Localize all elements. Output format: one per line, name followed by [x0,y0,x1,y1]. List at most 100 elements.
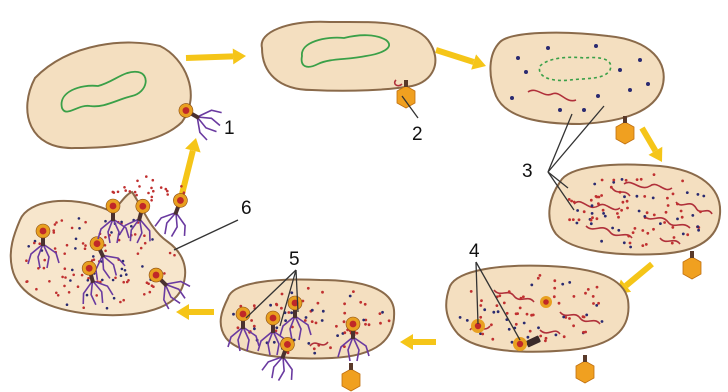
dot [561,283,564,286]
dot [135,194,138,197]
dot [78,217,81,220]
dot [275,303,278,306]
dot [508,290,511,293]
dot [152,190,155,193]
dot [568,281,571,284]
dot [596,286,599,289]
dot [379,312,382,315]
dot [640,178,643,181]
dot [610,186,613,189]
dot [676,203,679,206]
dot [150,199,153,202]
dot [84,221,87,224]
dot [379,322,382,325]
dot [503,302,506,305]
dot [388,319,391,322]
dot [652,228,655,231]
dot [558,302,561,305]
dot [612,179,615,182]
dot [313,352,316,355]
dot [173,254,176,257]
dot [585,314,588,317]
dot [570,200,573,203]
dot [311,320,314,323]
dot [490,323,493,326]
dot [137,252,140,255]
dot [553,287,556,290]
dot [627,235,630,238]
dot [74,247,77,250]
dot [537,326,540,329]
dot [563,335,566,338]
dot [69,279,72,282]
dot [147,282,150,285]
dot [82,306,85,309]
dot [152,179,155,182]
dot [595,304,598,307]
dot [479,304,482,307]
dot [592,302,595,305]
dot [590,219,593,222]
dot [515,323,518,326]
dot [25,280,28,283]
dot [572,324,575,327]
step-labels: 1 2 3 4 5 6 [224,118,533,270]
dot [519,307,522,310]
dot [71,269,74,272]
dot [545,337,548,340]
dot [553,279,556,282]
label-4: 4 [469,241,480,262]
dot [64,276,67,279]
dot [622,201,625,204]
dot [680,210,683,213]
dot [520,297,523,300]
dot [573,295,576,298]
dot [290,311,293,314]
dot [523,322,526,325]
dot [539,335,542,338]
dot [625,179,628,182]
dot [591,212,594,215]
dot [86,294,89,297]
dot [653,214,656,217]
dot [121,268,124,271]
dot [61,219,64,222]
dot [336,334,339,337]
cell-replication-late [549,165,720,279]
dot [166,190,169,193]
dot [653,173,656,176]
dot [48,280,51,283]
dot [104,220,107,223]
dot [645,243,648,246]
dot [335,325,338,328]
dot [55,292,58,295]
dot [287,351,290,354]
dot [629,242,632,245]
dot [597,202,600,205]
dot [143,234,146,237]
dot [497,310,500,313]
dot [621,178,624,181]
dot [106,307,109,310]
dot [343,331,346,334]
dot [634,227,637,230]
dot [597,302,600,305]
dot [33,242,36,245]
dot [275,326,278,329]
dot [64,267,67,270]
dot [619,191,622,194]
dot [101,279,104,282]
dot [646,211,649,214]
dot [343,312,346,315]
dot [592,295,595,298]
label-2: 2 [412,124,423,145]
dot [315,322,318,325]
dot [66,303,69,306]
dot [568,317,571,320]
dot [141,265,144,268]
dot [568,198,571,201]
dot [659,222,662,225]
dot [602,209,605,212]
dot [130,225,133,228]
dot [576,222,579,225]
